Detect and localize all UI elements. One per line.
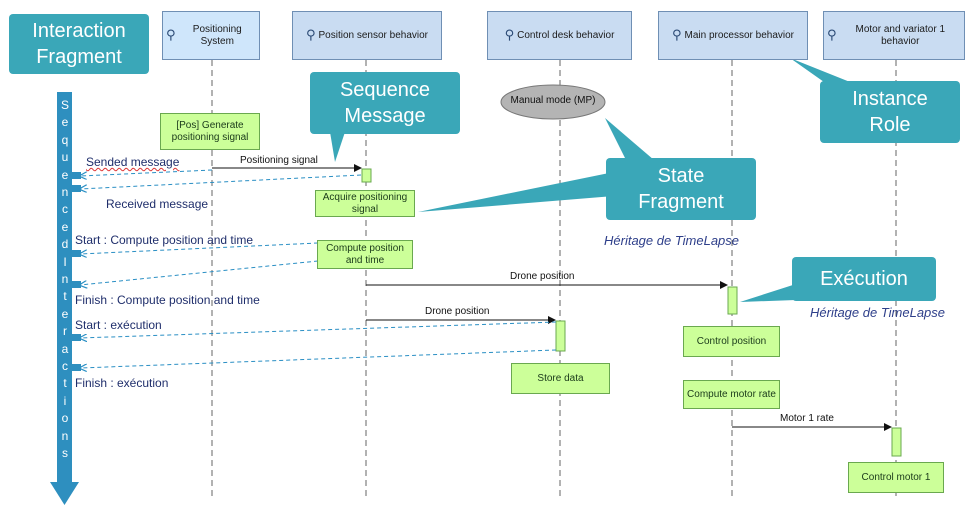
heritage-label-2: Héritage de TimeLapse bbox=[810, 305, 946, 320]
lifeline-head-main-processor: ⚲ Main processor behavior bbox=[658, 11, 808, 60]
exec-bar-sensor bbox=[361, 168, 372, 183]
message-motor-rate-label: Motor 1 rate bbox=[780, 413, 834, 424]
callout-execution: Exécution bbox=[792, 257, 936, 301]
lifeline-label: Main processor behavior bbox=[684, 29, 795, 41]
heritage-label-1: Héritage de TimeLapse bbox=[604, 233, 740, 248]
message-drone-position-2-label: Drone position bbox=[425, 306, 490, 317]
exec-bar-motor bbox=[891, 427, 902, 457]
box-store-data: Store data bbox=[511, 363, 610, 394]
box-control-position: Control position bbox=[683, 326, 780, 357]
label-start-exec: Start : exécution bbox=[75, 318, 162, 332]
vertical-letter: t bbox=[63, 376, 67, 391]
label-sended: Sended message bbox=[86, 155, 180, 169]
lifeline-label: Control desk behavior bbox=[517, 29, 615, 41]
sequence-arrow-shaft bbox=[57, 92, 72, 484]
exec-bar-desk bbox=[555, 320, 566, 352]
box-acquire-signal: Acquire positioning signal bbox=[315, 190, 415, 217]
vertical-letter: c bbox=[62, 359, 68, 373]
lifeline-icon: ⚲ bbox=[827, 27, 837, 43]
lifeline-label: Position sensor behavior bbox=[318, 29, 429, 41]
lifeline-label: Motor and variator 1 behavior bbox=[855, 23, 946, 47]
vertical-letter: r bbox=[63, 324, 67, 339]
vertical-letter: c bbox=[62, 202, 68, 217]
box-control-motor: Control motor 1 bbox=[848, 462, 944, 493]
lifeline-label: Positioning System bbox=[192, 23, 242, 47]
vertical-letter: t bbox=[63, 289, 67, 304]
lifeline-icon: ⚲ bbox=[504, 27, 515, 43]
ref-finish-compute bbox=[80, 260, 319, 285]
vertical-letter: s bbox=[62, 446, 68, 460]
lifeline-icon: ⚲ bbox=[671, 27, 682, 43]
callout-pointer-state-fragment bbox=[418, 172, 614, 212]
vertical-letter: n bbox=[61, 272, 69, 286]
label-finish-exec: Finish : exécution bbox=[75, 376, 169, 390]
state-ellipse bbox=[500, 84, 606, 120]
vertical-letter: e bbox=[61, 167, 69, 182]
vertical-letter: n bbox=[61, 428, 69, 443]
callout-interaction-fragment: Interaction Fragment bbox=[9, 14, 149, 74]
label-received: Received message bbox=[106, 197, 209, 211]
label-start-compute: Start : Compute position and time bbox=[75, 233, 254, 247]
callout-state-fragment: State Fragment bbox=[606, 158, 756, 220]
callout-pointer-execution bbox=[740, 284, 796, 302]
sequence-arrow-head bbox=[50, 482, 79, 505]
vertical-letter: d bbox=[61, 237, 69, 252]
vertical-letter: e bbox=[61, 115, 69, 130]
lifeline-head-motor: ⚲ Motor and variator 1 behavior bbox=[823, 11, 965, 60]
vertical-letter: e bbox=[61, 306, 69, 321]
callout-pointer-instance-role bbox=[790, 58, 850, 82]
lifeline-icon: ⚲ bbox=[305, 27, 316, 43]
lifeline-head-position-sensor: ⚲ Position sensor behavior bbox=[292, 11, 442, 60]
vertical-letter: u bbox=[61, 150, 69, 165]
vertical-letter: e bbox=[61, 219, 69, 234]
box-compute-position: Compute position and time bbox=[317, 240, 413, 269]
exec-bar-processor bbox=[727, 286, 738, 315]
vertical-letter: o bbox=[61, 411, 69, 426]
vertical-letter: a bbox=[61, 341, 69, 356]
ref-start-compute bbox=[80, 242, 319, 254]
vertical-letter: n bbox=[61, 185, 69, 199]
state-ellipse-label: Manual mode (MP) bbox=[510, 95, 596, 106]
callout-instance-role: Instance Role bbox=[820, 81, 960, 143]
vertical-letter: i bbox=[63, 393, 67, 408]
callout-sequence-message: Sequence Message bbox=[310, 72, 460, 134]
callout-pointer-sequence-message bbox=[330, 132, 345, 162]
vertical-letter: I bbox=[63, 254, 67, 269]
lifeline-head-control-desk: ⚲ Control desk behavior bbox=[487, 11, 632, 60]
lifeline-icon: ⚲ bbox=[166, 27, 176, 43]
vertical-letter: q bbox=[61, 132, 69, 147]
box-generate-signal: [Pos] Generate positioning signal bbox=[160, 113, 260, 150]
box-compute-motor: Compute motor rate bbox=[683, 380, 780, 409]
message-drone-position-1-label: Drone position bbox=[510, 271, 575, 282]
message-positioning-signal-label: Positioning signal bbox=[240, 155, 318, 166]
ref-finish-exec bbox=[80, 349, 557, 368]
lifeline-head-positioning-system: ⚲ Positioning System bbox=[162, 11, 260, 60]
label-finish-compute: Finish : Compute position and time bbox=[75, 293, 260, 307]
ref-received bbox=[80, 174, 362, 189]
vertical-letter: S bbox=[60, 98, 69, 112]
callout-pointer-state-ellipse bbox=[605, 118, 654, 160]
ref-start-exec bbox=[80, 321, 557, 338]
ref-sended bbox=[80, 169, 213, 176]
